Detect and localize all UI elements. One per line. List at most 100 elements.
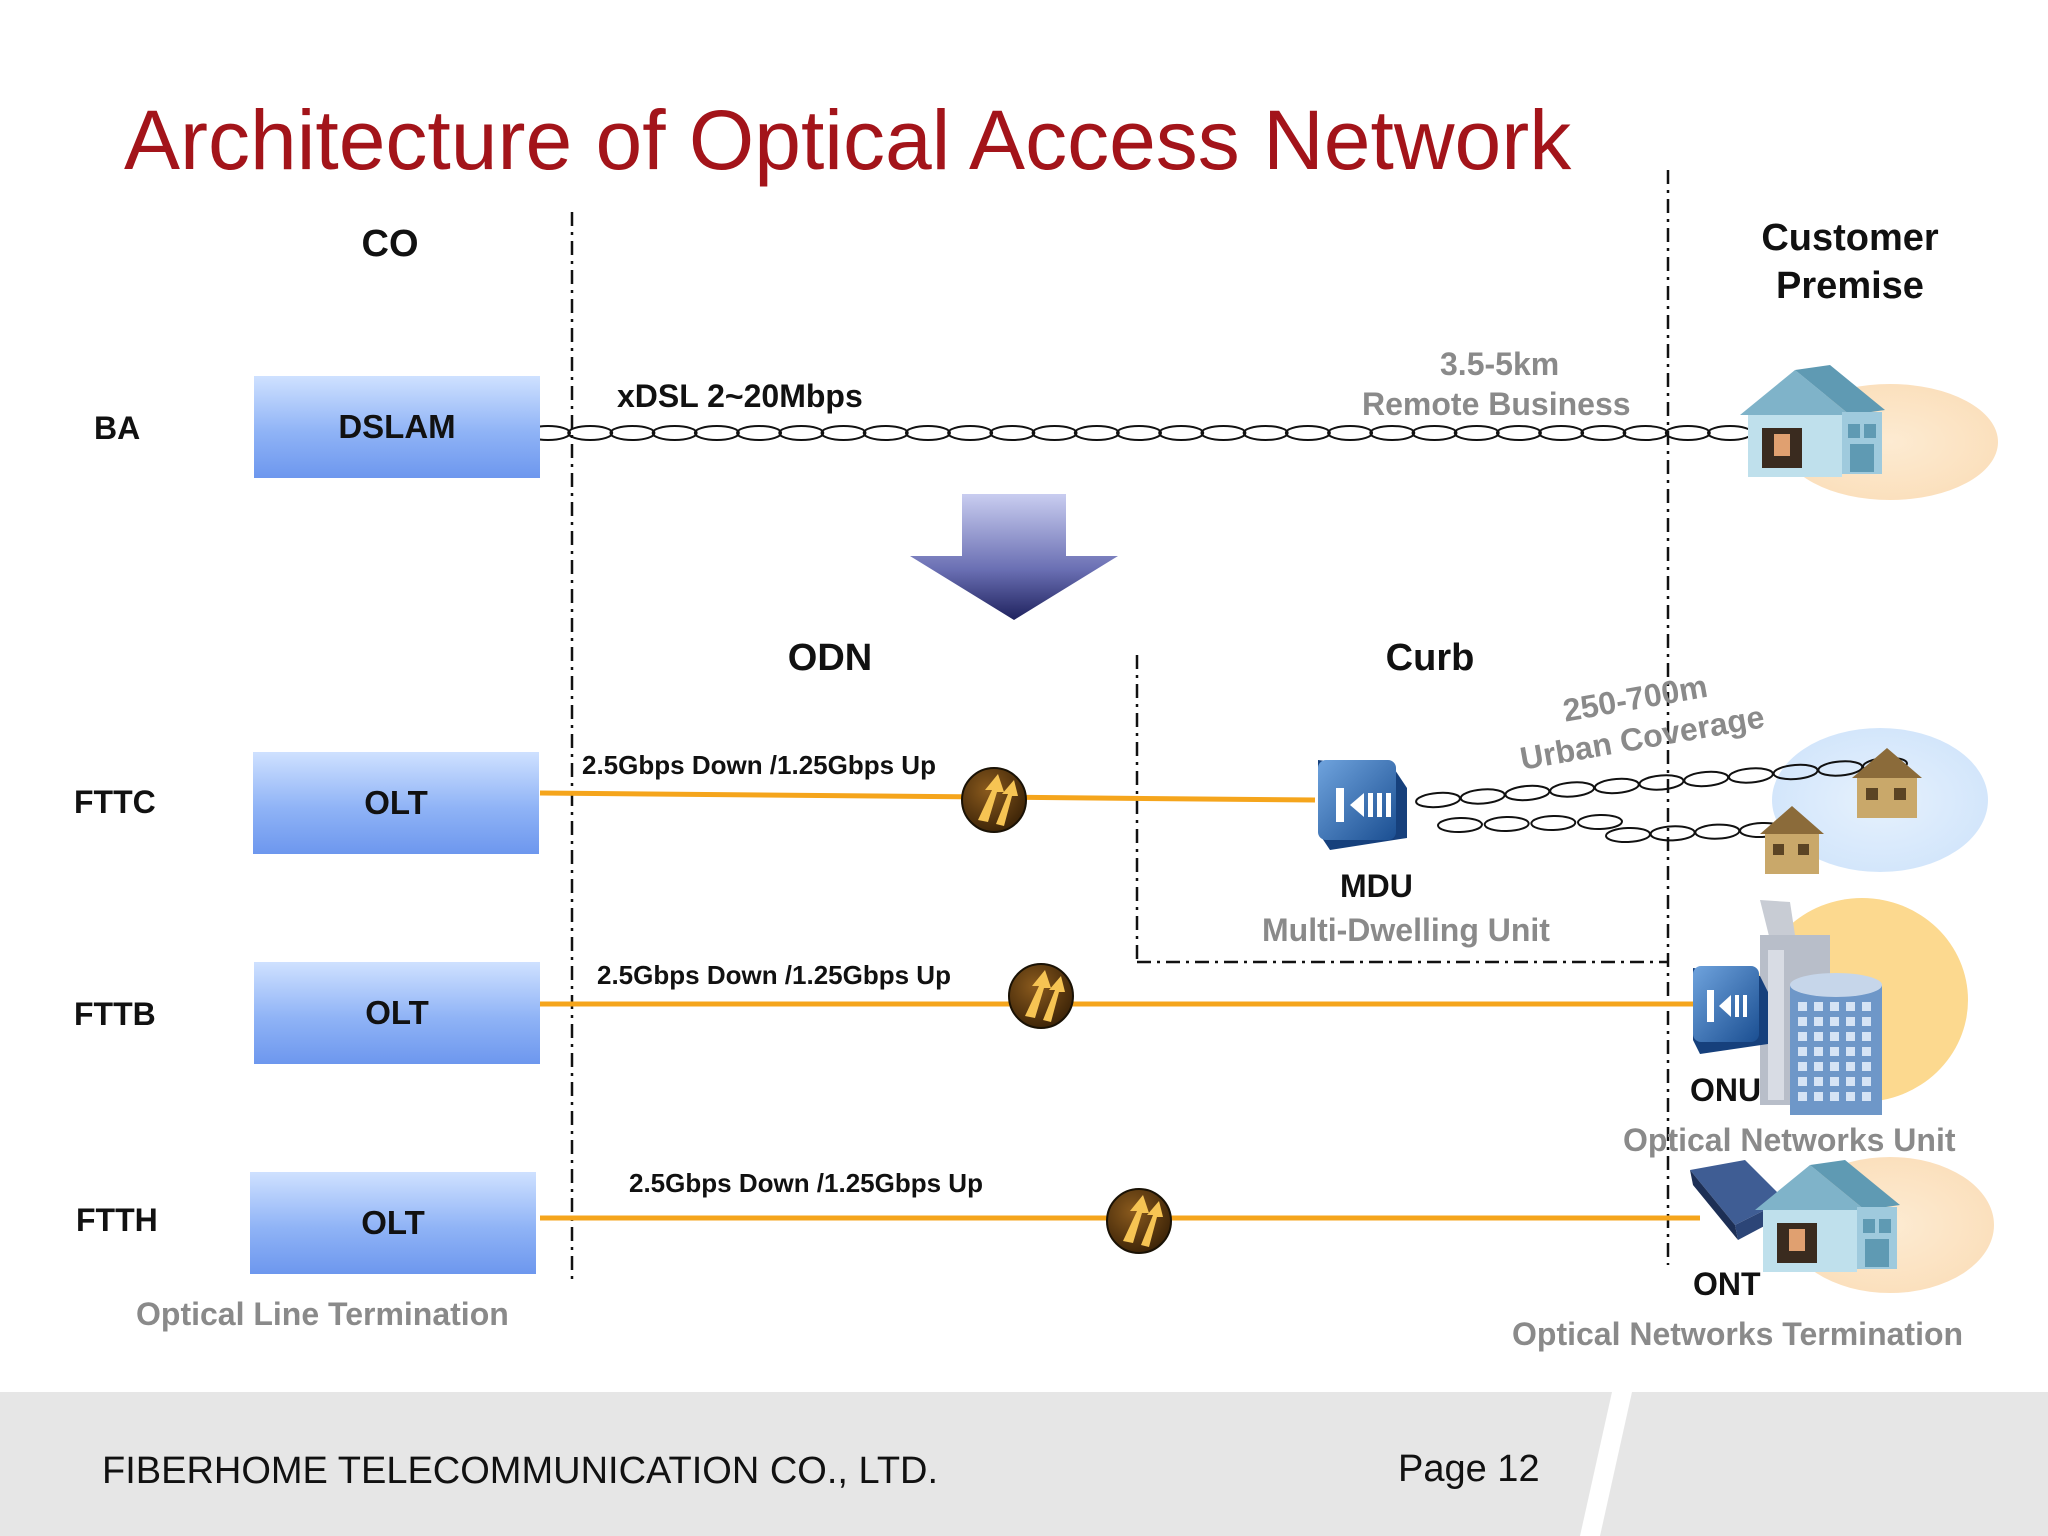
- footer-page-number: Page 12: [1398, 1448, 1540, 1490]
- building-window: [1814, 1092, 1823, 1101]
- building-window: [1830, 1077, 1839, 1086]
- building-window: [1798, 1002, 1807, 1011]
- ont-label: ONT: [1693, 1266, 1761, 1302]
- building-window: [1862, 1002, 1871, 1011]
- house-part: [1850, 444, 1874, 472]
- twisted-pair-link: [1327, 425, 1374, 441]
- twisted-pair-link: [1483, 815, 1530, 833]
- building-window: [1798, 1047, 1807, 1056]
- building-window: [1862, 1047, 1871, 1056]
- remote-distance-label: 3.5-5km: [1440, 346, 1560, 382]
- twisted-pair-link: [1495, 425, 1542, 441]
- building-window: [1846, 1077, 1855, 1086]
- onu-label: ONU: [1690, 1072, 1762, 1108]
- building-window: [1814, 1032, 1823, 1041]
- twisted-pair-link: [1649, 825, 1696, 842]
- olt-full-name: Optical Line Termination: [136, 1296, 509, 1332]
- onu-building-icon: [1760, 900, 1882, 1115]
- mdu-device-icon: [1318, 760, 1407, 850]
- twisted-pair-link: [862, 425, 909, 441]
- fttc-speed-label: 2.5Gbps Down /1.25Gbps Up: [582, 750, 936, 780]
- twisted-pair-link: [1694, 823, 1741, 840]
- building-window: [1830, 1062, 1839, 1071]
- co-header: CO: [361, 223, 419, 265]
- building-window: [1798, 1062, 1807, 1071]
- twisted-pair-link: [1683, 770, 1730, 788]
- twisted-pair-link: [1707, 425, 1753, 441]
- twisted-pair-link: [1538, 425, 1585, 441]
- twisted-pair-link: [820, 425, 867, 441]
- twisted-pair-link: [1116, 425, 1162, 441]
- building-window: [1862, 1032, 1871, 1041]
- twisted-pair-link: [1664, 425, 1711, 441]
- row-label-fttb: FTTB: [74, 996, 156, 1032]
- dslam-box: DSLAM: [254, 376, 540, 478]
- building-window: [1862, 1092, 1871, 1101]
- olt-box-fttc: OLT: [253, 752, 539, 854]
- footer-divider: [1580, 1392, 1632, 1536]
- curb-header: Curb: [1385, 637, 1475, 679]
- twisted-pair-link: [1580, 425, 1627, 441]
- twisted-pair-link: [1158, 425, 1205, 441]
- twisted-pair-link: [1577, 813, 1623, 831]
- ont-full-name: Optical Networks Termination: [1512, 1316, 1964, 1352]
- ftth-splitter-icon: [1106, 1188, 1172, 1254]
- house-part: [1810, 1160, 1900, 1210]
- ftth-house-icon: [1755, 1160, 1900, 1272]
- building-window: [1798, 1032, 1807, 1041]
- building-window: [1846, 1032, 1855, 1041]
- building-window: [1846, 1017, 1855, 1026]
- twisted-pair-link: [1242, 425, 1289, 441]
- xdsl-speed-label: xDSL 2~20Mbps: [617, 378, 863, 414]
- building-window: [1814, 1077, 1823, 1086]
- mdu-label: MDU: [1340, 868, 1413, 904]
- house-part: [1740, 370, 1850, 415]
- twisted-pair-link: [1437, 816, 1483, 834]
- twisted-pair-link: [1073, 425, 1120, 441]
- building-window: [1814, 1047, 1823, 1056]
- twisted-pair-link: [947, 425, 994, 441]
- house-part: [1848, 424, 1860, 438]
- twisted-pair-link: [1530, 814, 1577, 832]
- building-window: [1846, 1092, 1855, 1101]
- twisted-pair-link: [1638, 774, 1685, 791]
- building-window: [1830, 1047, 1839, 1056]
- twisted-pair-link: [1284, 425, 1331, 441]
- row-label-ftth: FTTH: [76, 1202, 158, 1238]
- building-window: [1814, 1062, 1823, 1071]
- mdu-full-name: Multi-Dwelling Unit: [1262, 912, 1550, 948]
- ftth-speed-label: 2.5Gbps Down /1.25Gbps Up: [629, 1168, 983, 1198]
- building-window: [1830, 1002, 1839, 1011]
- twisted-pair-link: [1453, 425, 1500, 441]
- building-window: [1814, 1002, 1823, 1011]
- migration-arrow: [910, 494, 1118, 620]
- customer-premise-header: Customer Premise: [1761, 217, 1939, 307]
- building-window: [1814, 1017, 1823, 1026]
- twisted-pair-link: [1622, 425, 1669, 441]
- building-window: [1862, 1062, 1871, 1071]
- twisted-pair-link: [736, 425, 783, 441]
- twisted-pair-link: [904, 425, 951, 441]
- olt-box-ftth: OLT: [250, 1172, 536, 1274]
- onu-device-icon: [1693, 966, 1768, 1054]
- twisted-pair-link: [1031, 425, 1078, 441]
- twisted-pair-link: [1504, 784, 1551, 802]
- building-window: [1830, 1032, 1839, 1041]
- fttb-splitter-icon: [1008, 963, 1074, 1029]
- twisted-pair-link: [1459, 788, 1506, 805]
- house-part: [1863, 1219, 1875, 1233]
- house-part: [1789, 1229, 1805, 1251]
- twisted-pair-link: [567, 425, 614, 441]
- house-part: [1879, 1219, 1891, 1233]
- twisted-pair-link: [778, 425, 825, 441]
- building-window: [1798, 1077, 1807, 1086]
- olt-box-fttb: OLT: [254, 962, 540, 1064]
- house-part: [1755, 1165, 1865, 1210]
- twisted-pair-link: [651, 425, 698, 441]
- house-part: [1774, 434, 1790, 456]
- twisted-pair-link: [1411, 425, 1458, 441]
- footer-bar: [0, 1392, 2048, 1536]
- row-label-fttc: FTTC: [74, 784, 156, 820]
- building-window: [1846, 1002, 1855, 1011]
- fttb-speed-label: 2.5Gbps Down /1.25Gbps Up: [597, 960, 951, 990]
